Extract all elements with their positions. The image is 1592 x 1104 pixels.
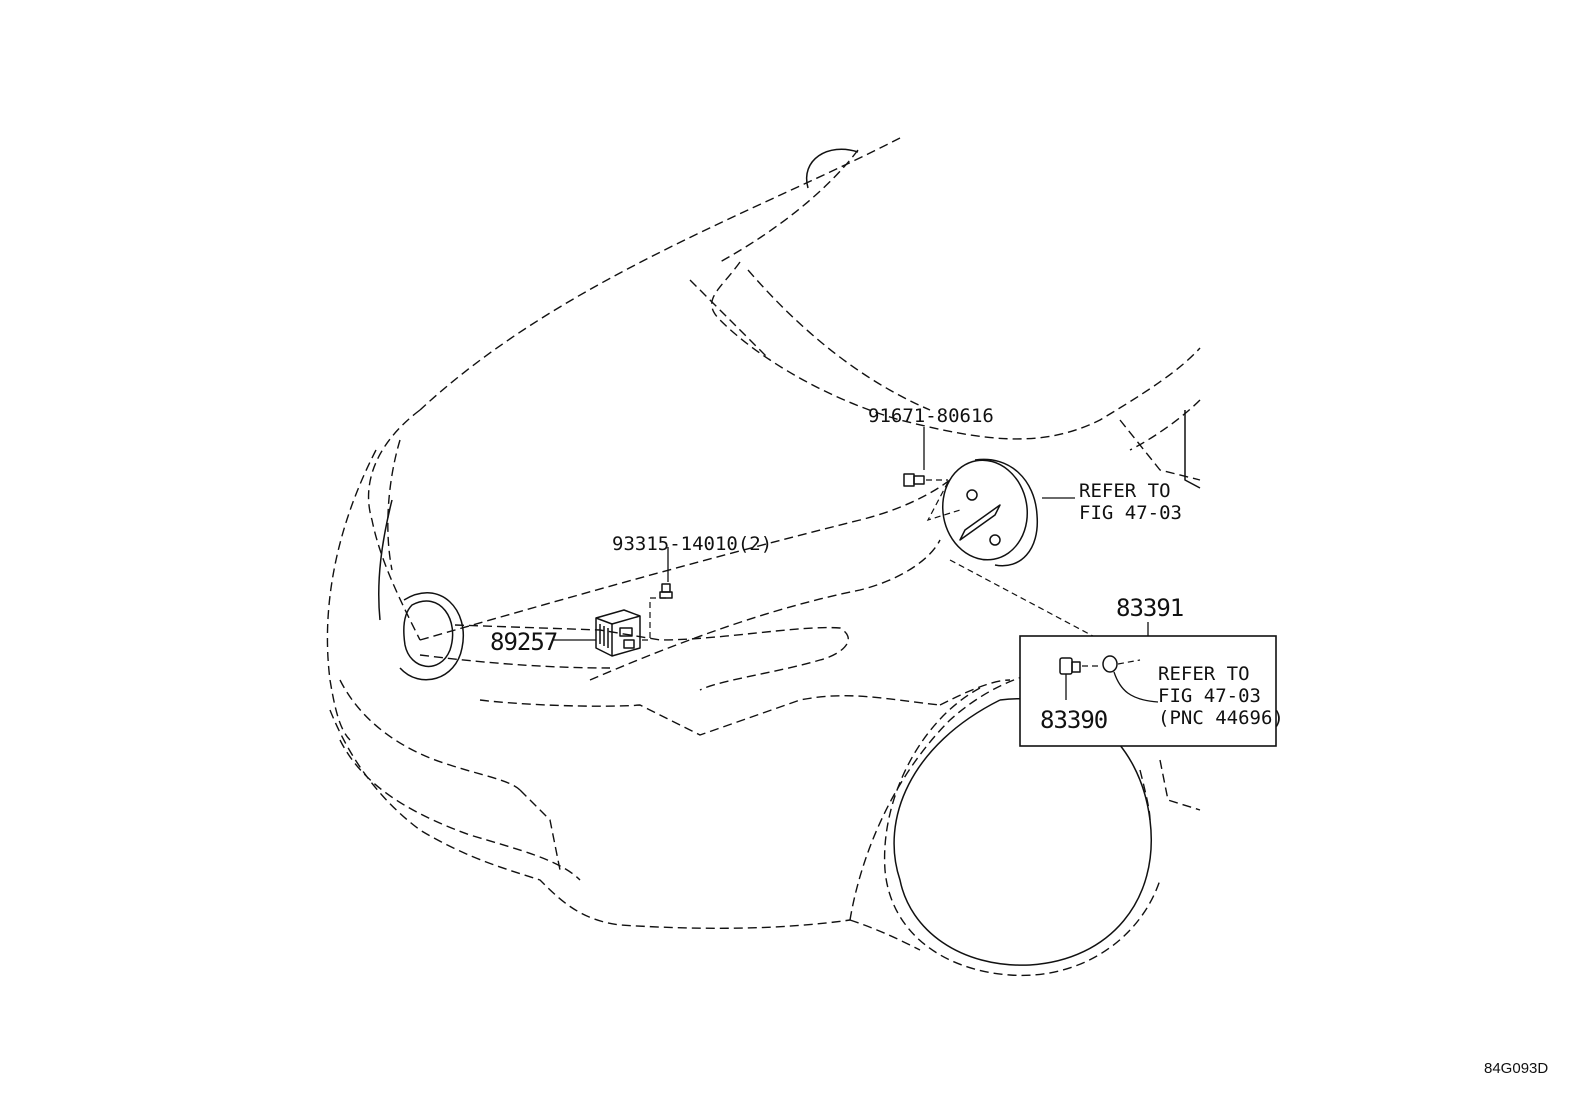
vehicle-outline xyxy=(326,137,1201,977)
label-refer-box-1: REFER TO xyxy=(1158,663,1250,685)
connector-83390-icon xyxy=(1059,657,1081,700)
airbag-sensor-icon xyxy=(595,609,641,657)
label-refer-box-2: FIG 47-03 xyxy=(1158,685,1261,707)
label-refer-top-2: FIG 47-03 xyxy=(1079,502,1182,524)
label-refer-box-3: (PNC 44696) xyxy=(1158,707,1284,729)
label-refer-top-1: REFER TO xyxy=(1079,480,1171,502)
label-89257: 89257 xyxy=(490,628,557,656)
bolt-91671-icon xyxy=(903,473,948,487)
inset-box-83391 xyxy=(1019,635,1277,747)
diagram-code: 84G093D xyxy=(1484,1060,1548,1077)
label-91671-80616: 91671-80616 xyxy=(868,405,994,427)
bolt-93315-icon xyxy=(640,583,673,641)
label-83390: 83390 xyxy=(1040,706,1107,734)
label-83391: 83391 xyxy=(1116,594,1183,622)
grommet-icon xyxy=(1082,655,1159,703)
horn-assembly xyxy=(941,458,1038,567)
label-93315-14010: 93315-14010(2) xyxy=(612,533,772,555)
text-labels: 91671-80616 REFER TO FIG 47-03 93315-140… xyxy=(490,405,1548,1077)
